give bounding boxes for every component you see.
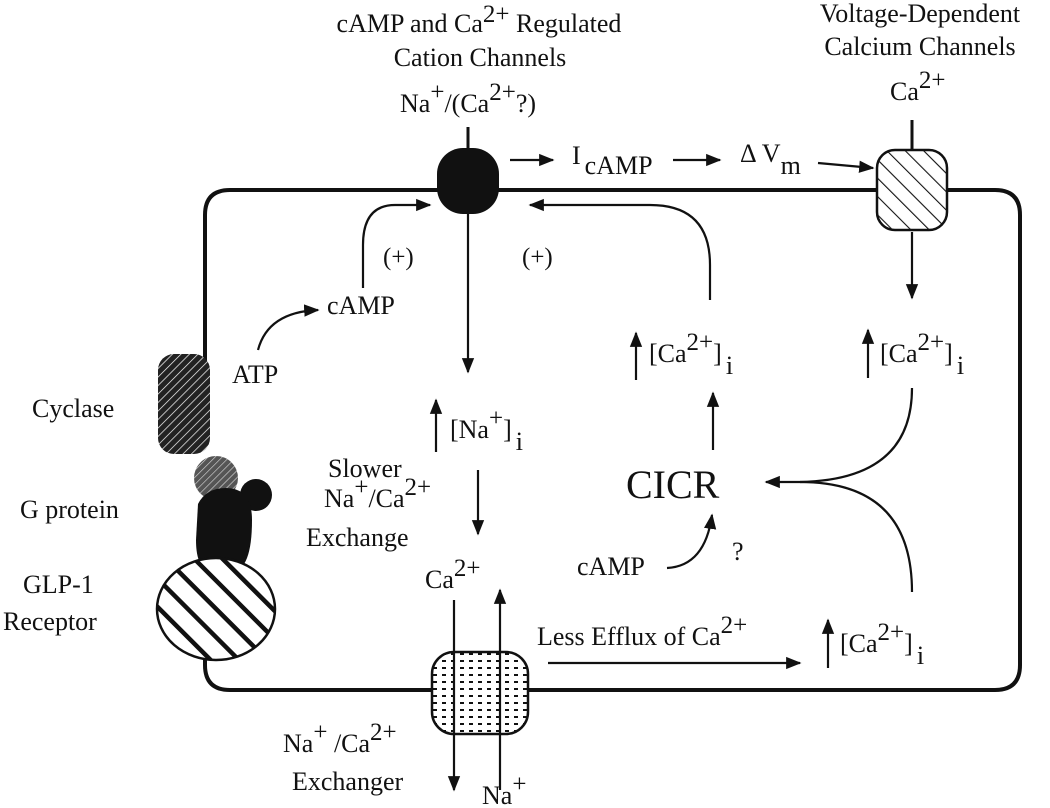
- atp-label: ATP: [232, 360, 278, 389]
- exchanger-label-line2: Exchanger: [292, 767, 404, 796]
- g-protein-shape-body: [196, 488, 252, 572]
- cicr-label: CICR: [626, 462, 720, 507]
- camp-label-upper: cAMP: [327, 291, 395, 320]
- arrow-dvm-to-vdcc: [817, 160, 875, 173]
- g-protein-label: G protein: [20, 495, 119, 524]
- plus-label-right: (+): [522, 244, 553, 271]
- vdcc-channel: [875, 148, 949, 232]
- exchanger-ca-ion: Ca2+: [425, 555, 481, 594]
- vdcc-title-line2: Calcium Channels: [824, 32, 1015, 61]
- less-efflux-label: Less Efflux of Ca2+: [537, 612, 747, 651]
- ca-i-label-right: [Ca2+]i: [880, 329, 964, 380]
- cation-channels-title-line2: Cation Channels: [394, 43, 567, 72]
- arrow-camp-to-cicr: [666, 513, 717, 570]
- cyclase-shape: [158, 354, 210, 454]
- slower-label-line3: Exchange: [306, 523, 409, 552]
- slower-label-line2: Na+/Ca2+: [324, 474, 431, 513]
- glp1-receptor-shape: [155, 556, 277, 662]
- cell-membrane: [203, 188, 1022, 692]
- curve-ca-lower-to-cicr: [799, 480, 914, 593]
- na-ca-exchanger: [430, 650, 530, 736]
- na-i-label: [Na+]i: [450, 405, 523, 456]
- delta-vm-label: Δ Vm: [740, 139, 801, 180]
- arrow-atp-to-camp: [256, 304, 320, 351]
- slower-label-line1: Slower: [328, 454, 402, 483]
- na-ca-question-label: Na+/(Ca2+?): [400, 79, 536, 118]
- cation-channel: [437, 148, 499, 214]
- arrow-ca-converge-to-cicr: [764, 387, 914, 489]
- question-mark: ?: [732, 537, 744, 566]
- ca-i-label-middle: [Ca2+]i: [649, 329, 733, 380]
- arrow-camp-to-channel: [361, 198, 432, 288]
- exchanger-na-ion: Na+: [482, 771, 526, 808]
- glp1-label-line2: Receptor: [3, 607, 97, 636]
- glp1-label-line1: GLP-1: [23, 570, 94, 599]
- vdcc-ca-ion: Ca2+: [890, 67, 946, 106]
- vdcc-title-line1: Voltage-Dependent: [820, 0, 1021, 28]
- cyclase-label: Cyclase: [32, 394, 114, 423]
- exchanger-label-line1: Na+ /Ca2+: [283, 719, 397, 758]
- camp-label-lower: cAMP: [577, 552, 645, 581]
- arrow-ca-to-channel: [528, 198, 712, 300]
- cation-channels-title-line1: cAMP and Ca2+ Regulated: [337, 1, 622, 38]
- plus-label-left: (+): [383, 244, 414, 271]
- ca-i-label-lower: [Ca2+]i: [840, 619, 924, 670]
